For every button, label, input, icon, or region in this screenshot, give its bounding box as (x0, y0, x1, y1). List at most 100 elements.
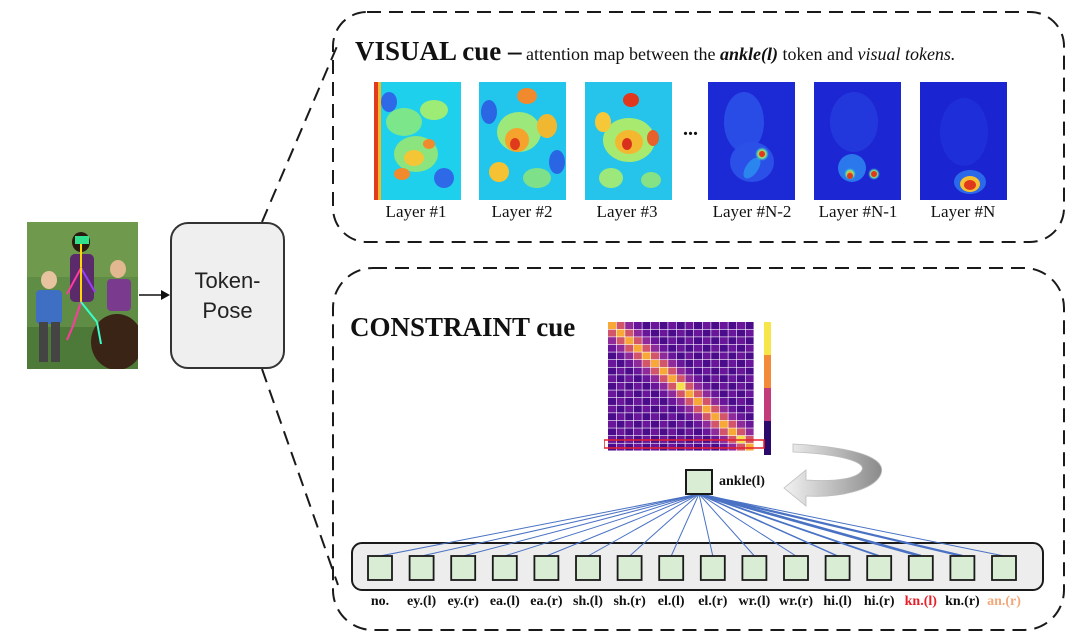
matrix-cell (625, 322, 634, 329)
matrix-cell (616, 428, 625, 436)
matrix-cell (702, 337, 711, 345)
token-connections (379, 492, 1005, 558)
keypoint-token-box (824, 555, 851, 581)
matrix-cell (737, 405, 745, 413)
matrix-cell (642, 420, 651, 428)
token-connection-line (698, 493, 755, 557)
matrix-cell (616, 397, 625, 405)
layer-label: Layer #3 (596, 202, 658, 221)
matrix-cell (608, 322, 616, 329)
keypoint-token-box (907, 555, 934, 581)
matrix-cell (616, 337, 625, 345)
matrix-cell (633, 405, 642, 413)
ankle-row-highlight (604, 439, 765, 449)
matrix-cell (608, 443, 616, 451)
matrix-cell (694, 352, 702, 360)
token-connection-line (546, 493, 700, 557)
matrix-cell (608, 428, 616, 436)
matrix-cell (685, 397, 694, 405)
matrix-cell (642, 405, 651, 413)
matrix-cell (676, 352, 685, 360)
matrix-cell (633, 420, 642, 428)
matrix-cell (685, 329, 694, 337)
matrix-cell (633, 375, 642, 383)
matrix-cell (728, 390, 737, 398)
matrix-cell (616, 413, 625, 421)
layer-label: Layer #N (930, 202, 996, 221)
keypoint-token-label: ea.(l) (489, 594, 520, 609)
matrix-cell (728, 329, 737, 337)
matrix-cell (737, 420, 745, 428)
matrix-cell (642, 337, 651, 345)
matrix-cell (633, 397, 642, 405)
matrix-cell (676, 367, 685, 375)
token-connection-line (698, 493, 1005, 557)
matrix-cell (668, 375, 677, 383)
matrix-cell (651, 367, 659, 375)
matrix-cell (625, 359, 634, 367)
matrix-cell (719, 413, 728, 421)
matrix-cell (668, 443, 677, 451)
model-label-line2: Pose (202, 297, 253, 323)
matrix-cell (625, 337, 634, 345)
matrix-cell (625, 405, 634, 413)
matrix-cell (642, 329, 651, 337)
matrix-cell (642, 382, 651, 390)
keypoint-token-box (367, 555, 393, 581)
matrix-cell (728, 428, 737, 436)
model-label-line1: Token- (194, 267, 261, 293)
matrix-cell (642, 359, 651, 367)
matrix-cell (642, 443, 651, 451)
callout-line-top (261, 43, 339, 223)
matrix-cell (685, 359, 694, 367)
matrix-cell (702, 413, 711, 421)
token-connection-line (698, 493, 838, 557)
matrix-cell (651, 397, 659, 405)
matrix-cell (668, 322, 677, 329)
matrix-cell (616, 359, 625, 367)
matrix-cell (625, 390, 634, 398)
heatmap-layer-1 (374, 82, 461, 200)
keypoint-token-box (616, 555, 643, 581)
matrix-cell (694, 443, 702, 451)
matrix-cell (737, 322, 745, 329)
matrix-cell (737, 413, 745, 421)
matrix-cell (651, 382, 659, 390)
ankle-query-token (685, 469, 713, 495)
keypoint-token-label: el.(l) (657, 594, 685, 609)
token-connection-line (463, 493, 700, 557)
heatmap-layer-2 (479, 82, 566, 200)
matrix-cell (711, 428, 720, 436)
flow-arrowhead (161, 290, 170, 300)
matrix-cell (659, 405, 668, 413)
matrix-cell (719, 337, 728, 345)
matrix-cell (642, 375, 651, 383)
matrix-cell (668, 397, 677, 405)
keypoint-token-box (658, 555, 685, 581)
matrix-cell (694, 397, 702, 405)
matrix-cell (651, 375, 659, 383)
keypoint-token-box (533, 555, 560, 581)
heatmap-layer-3 (585, 82, 672, 200)
matrix-cell (642, 428, 651, 436)
matrix-cell (633, 352, 642, 360)
matrix-cell (642, 367, 651, 375)
matrix-cell (633, 322, 642, 329)
layers-ellipsis: ... (683, 118, 698, 140)
matrix-cell (694, 359, 702, 367)
matrix-cell (676, 375, 685, 383)
matrix-cell (616, 329, 625, 337)
matrix-cell (694, 413, 702, 421)
tokenpose-model-box: Token- Pose (170, 222, 285, 369)
matrix-cell (676, 329, 685, 337)
matrix-cell (651, 329, 659, 337)
visual-cue-desc-token: ankle(l) (719, 44, 778, 64)
matrix-cell (685, 322, 694, 329)
matrix-cell (719, 443, 728, 451)
matrix-cell (625, 428, 634, 436)
matrix-cell (633, 359, 642, 367)
matrix-cell (668, 390, 677, 398)
keypoint-token-label: kn.(r) (945, 594, 980, 609)
matrix-cell (685, 413, 694, 421)
